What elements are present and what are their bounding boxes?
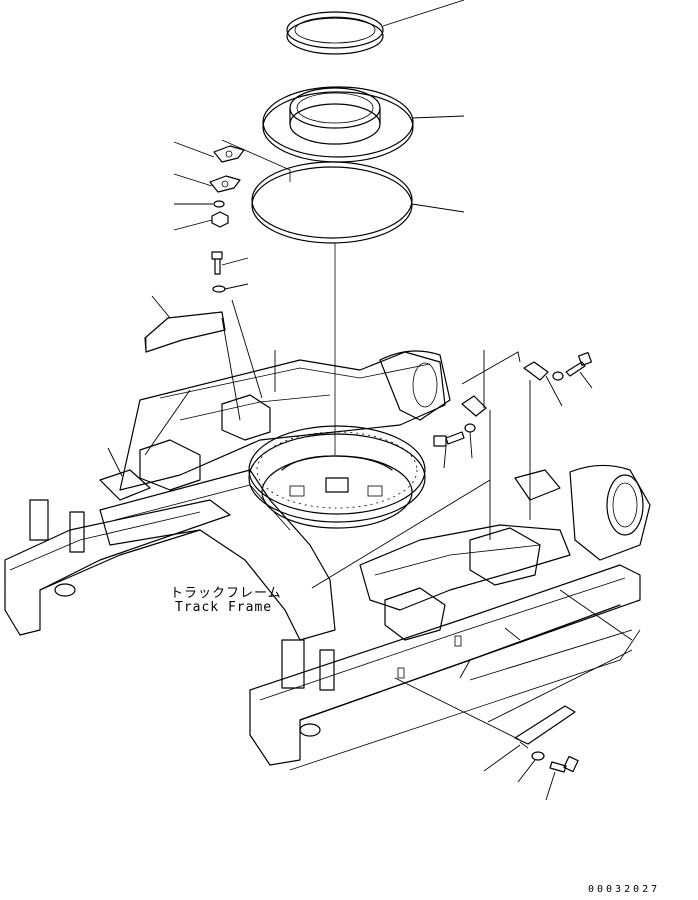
bolt-mid (433, 431, 465, 447)
leader-lines (107, 0, 633, 741)
track-frame-label-en: Track Frame (175, 600, 273, 615)
washer-upper (212, 285, 226, 293)
seal-ring-top (286, 11, 384, 55)
leader-bolt (545, 771, 556, 801)
plate-gasket (213, 145, 245, 163)
washer-lower (531, 751, 545, 761)
plate-right-mid (461, 395, 487, 417)
track-frame-label-jp: トラックフレーム (170, 586, 282, 601)
washer-mid (464, 423, 476, 433)
nut-small (211, 211, 229, 228)
bracket-lower (514, 705, 576, 749)
leader-washer (517, 759, 536, 783)
cover-wedge (144, 311, 226, 353)
washer-right (552, 371, 564, 381)
plate-right-upper (523, 361, 549, 381)
bolt-upper (211, 251, 223, 275)
track-frame-body (4, 350, 651, 771)
bolt-right (565, 351, 593, 377)
leader-bracket (483, 744, 521, 772)
drawing-code: 00032027 (588, 884, 661, 895)
gasket-bracket-line (221, 139, 291, 182)
retainer-ring (262, 86, 414, 163)
o-ring-large (251, 161, 413, 244)
swing-circle (248, 425, 426, 529)
plate-cover (209, 175, 241, 193)
bolt-lower (549, 755, 579, 773)
washer-small (213, 200, 225, 208)
